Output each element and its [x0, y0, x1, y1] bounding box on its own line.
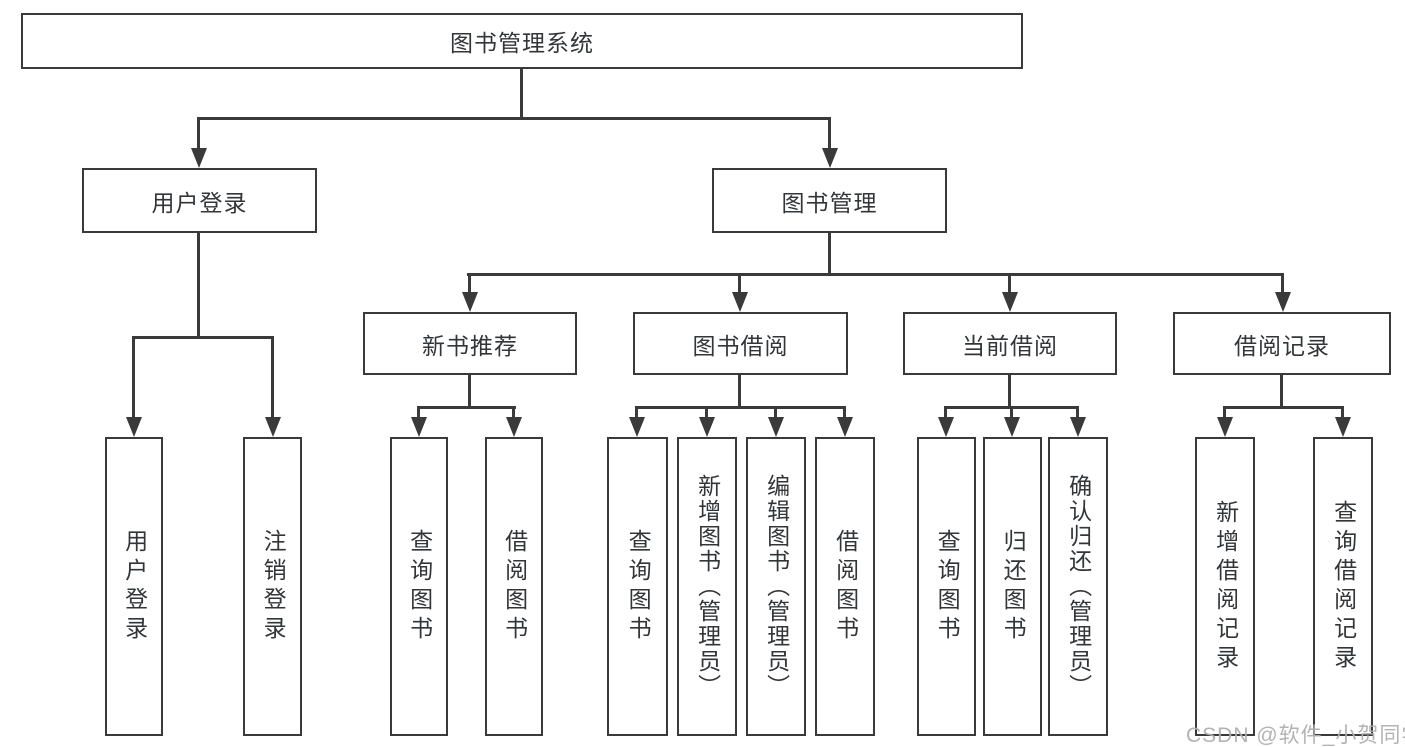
csdn-watermark: CSDN @软件_小贺同学	[1186, 724, 1405, 747]
node-borrow-records: 借阅记录	[1173, 312, 1391, 375]
leaf-label: 查询图书	[406, 528, 433, 645]
connector-arrow	[628, 406, 645, 437]
connector-line	[197, 232, 200, 336]
connector-line	[738, 374, 741, 406]
leaf-query-borrow-record: 查询借阅记录	[1313, 437, 1373, 736]
leaf-query-books-borrow: 查询图书	[607, 437, 668, 736]
connector-arrow	[410, 406, 427, 437]
leaf-user-login: 用户登录	[105, 437, 163, 736]
connector-arrow	[1334, 406, 1351, 437]
connector-line	[828, 232, 831, 273]
leaf-label: 确认归还（管理员）	[1065, 474, 1092, 699]
leaf-return-books: 归还图书	[983, 437, 1042, 736]
node-new-book-recommend: 新书推荐	[363, 312, 577, 375]
node-label: 用户登录	[151, 189, 248, 216]
leaf-label: 归还图书	[1000, 528, 1027, 645]
connector-line	[1008, 374, 1011, 406]
leaf-label: 借阅图书	[501, 528, 528, 645]
leaf-label: 查询借阅记录	[1330, 499, 1357, 674]
connector-line	[1224, 406, 1344, 409]
connector-arrow	[731, 273, 748, 312]
leaf-add-borrow-record: 新增借阅记录	[1195, 437, 1255, 736]
connector-arrow	[767, 406, 784, 437]
connector-arrow	[190, 117, 207, 168]
leaf-label: 新增图书（管理员）	[694, 474, 721, 699]
connector-arrow	[836, 406, 853, 437]
connector-arrow	[1001, 273, 1018, 312]
node-label: 新书推荐	[422, 332, 518, 359]
connector-line	[467, 273, 1284, 276]
node-label: 当前借阅	[962, 332, 1058, 359]
connector-arrow	[821, 117, 838, 168]
node-book-management: 图书管理	[712, 168, 947, 233]
connector-arrow	[125, 336, 142, 437]
leaf-confirm-return-admin: 确认归还（管理员）	[1048, 437, 1108, 736]
leaf-label: 注销登录	[260, 528, 287, 645]
connector-line	[197, 117, 831, 120]
node-current-borrow: 当前借阅	[903, 312, 1117, 375]
connector-line	[1280, 374, 1283, 406]
node-label: 图书借阅	[692, 332, 789, 359]
node-label: 图书管理系统	[450, 30, 594, 56]
leaf-label: 查询图书	[625, 528, 652, 645]
connector-line	[468, 374, 471, 406]
connector-arrow	[1003, 406, 1020, 437]
connector-line	[417, 406, 516, 409]
connector-arrow	[1274, 273, 1291, 312]
leaf-label: 查询图书	[934, 528, 961, 645]
node-book-borrow: 图书借阅	[633, 312, 848, 375]
leaf-label: 编辑图书（管理员）	[763, 474, 790, 699]
leaf-query-books-current: 查询图书	[917, 437, 976, 736]
connector-line	[635, 406, 846, 409]
connector-arrow	[698, 406, 715, 437]
leaf-add-book-admin: 新增图书（管理员）	[677, 437, 737, 736]
node-library-management-system: 图书管理系统	[21, 13, 1023, 69]
node-label: 借阅记录	[1234, 332, 1330, 359]
leaf-label: 新增借阅记录	[1212, 499, 1239, 674]
leaf-edit-book-admin: 编辑图书（管理员）	[746, 437, 806, 736]
connector-arrow	[1069, 406, 1086, 437]
leaf-label: 用户登录	[121, 528, 148, 645]
connector-arrow	[505, 406, 522, 437]
node-user-login: 用户登录	[82, 168, 317, 233]
connector-arrow	[461, 273, 478, 312]
connector-line	[520, 69, 523, 117]
connector-line	[133, 336, 274, 339]
connector-arrow	[1216, 406, 1233, 437]
connector-arrow	[264, 336, 281, 437]
leaf-query-books-recommend: 查询图书	[390, 437, 448, 736]
leaf-borrow-books: 借阅图书	[815, 437, 875, 736]
leaf-logout: 注销登录	[243, 437, 302, 736]
leaf-label: 借阅图书	[832, 528, 859, 645]
leaf-borrow-books-recommend: 借阅图书	[485, 437, 543, 736]
node-label: 图书管理	[781, 189, 878, 216]
connector-arrow	[937, 406, 954, 437]
